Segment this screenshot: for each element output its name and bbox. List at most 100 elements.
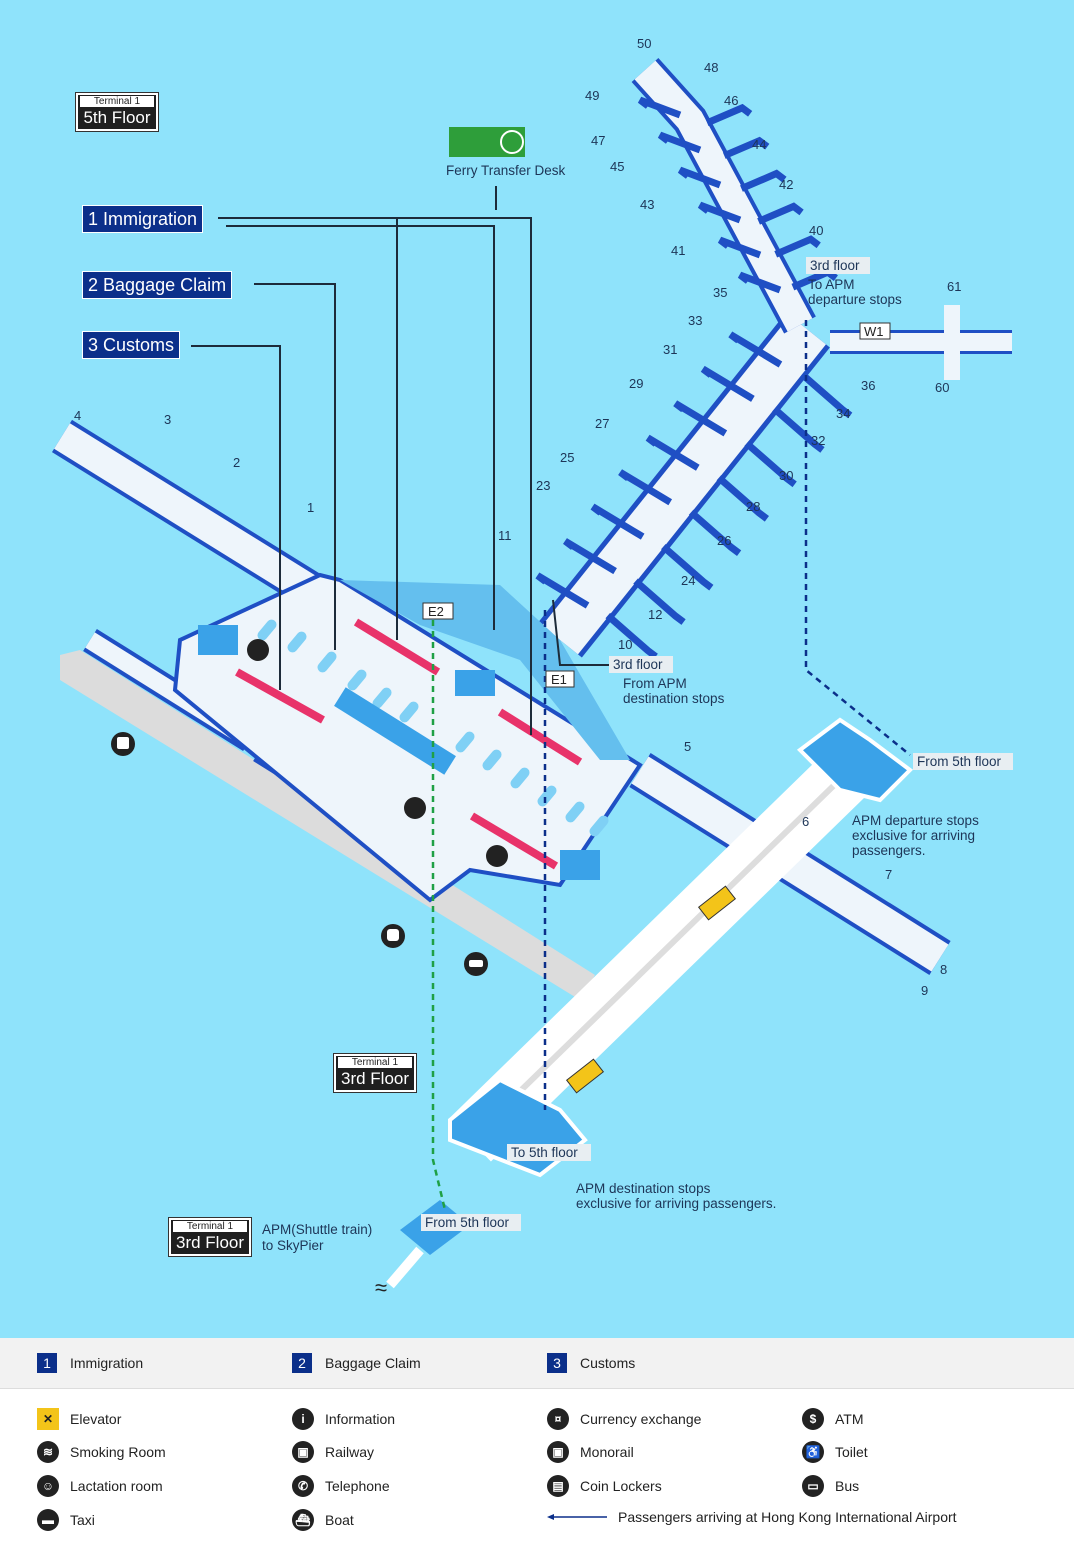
gate-25: 25 (560, 450, 574, 465)
gate-9: 9 (921, 983, 928, 998)
gate-finger (728, 331, 783, 368)
gate-finger (744, 440, 797, 488)
legend-monorail: ▣Monorail (547, 1441, 634, 1463)
gate-12: 12 (648, 607, 662, 622)
gate-31: 31 (663, 342, 677, 357)
note-third-floor: 3rd floor (613, 657, 663, 672)
curbside-road (60, 650, 595, 1000)
gate-32: 32 (811, 433, 825, 448)
gate-finger (799, 371, 853, 419)
gate-44: 44 (752, 137, 766, 152)
gate-finger (737, 271, 782, 294)
svg-text:E2: E2 (428, 604, 444, 619)
note-destination-stops: destination stops (623, 691, 725, 706)
taxi-icon (464, 952, 488, 976)
gate-48: 48 (704, 60, 718, 75)
gate-24: 24 (681, 573, 695, 588)
apm-train-icon (565, 1058, 605, 1094)
gate-finger (757, 202, 804, 225)
legend-bus: ▭Bus (802, 1475, 859, 1497)
gate-60: 60 (935, 380, 949, 395)
water-icon: ≈ (375, 1275, 387, 1300)
note-apm-departure: passengers. (852, 843, 926, 858)
gate-finger (688, 509, 742, 557)
gate-finger (645, 434, 700, 471)
gate-finger (633, 578, 686, 625)
immigration-label: 1 Immigration (82, 205, 204, 233)
atm-icon: $ (802, 1408, 824, 1430)
gate-fingers (535, 96, 853, 660)
legend-toilet: ♿Toilet (802, 1441, 868, 1463)
gate-36: 36 (861, 378, 875, 393)
gate-finger (563, 538, 617, 575)
route-e2-skypier (431, 620, 447, 1211)
gate-47: 47 (591, 133, 605, 148)
note-from-5th-floor: From 5th floor (425, 1215, 510, 1230)
gate-45: 45 (610, 159, 624, 174)
gate-6: 6 (802, 814, 809, 829)
immigration-counters (235, 618, 583, 870)
gate-finger (661, 544, 714, 591)
currency-exchange-icon: ¤ (547, 1408, 569, 1430)
leader-lines (191, 186, 610, 735)
gate-finger (605, 612, 658, 660)
legend-railway: ▣Railway (292, 1441, 374, 1463)
gate-5: 5 (684, 739, 691, 754)
note-shuttle: APM(Shuttle train) (262, 1222, 372, 1237)
gate-35: 35 (713, 285, 727, 300)
toilet-icon: ♿ (802, 1441, 824, 1463)
monorail-icon: ▣ (547, 1441, 569, 1463)
information-icon: i (292, 1408, 314, 1430)
gate-finger (722, 136, 770, 159)
exit-e2: E2 (422, 602, 454, 620)
legend-elevator: ✕Elevator (37, 1408, 121, 1430)
svg-text:E1: E1 (551, 672, 567, 687)
gate-40: 40 (809, 223, 823, 238)
smoking-room-icon: ≋ (37, 1441, 59, 1463)
gate-4: 4 (74, 408, 81, 423)
gate-finger (717, 236, 762, 259)
elevator-icon: ✕ (37, 1408, 59, 1430)
currency-exchange-icon (486, 845, 508, 867)
apm-departure-stop (796, 717, 914, 803)
legend-lactation: ☺Lactation room (37, 1475, 163, 1497)
gate-finger (716, 475, 769, 522)
apm-train-icon (697, 885, 737, 921)
hall-zone (340, 580, 630, 760)
gate-61: 61 (947, 279, 961, 294)
gate-finger (772, 406, 825, 453)
coin-lockers-icon: ▤ (547, 1475, 569, 1497)
legend-arrival-path: Passengers arriving at Hong Kong Interna… (547, 1509, 957, 1525)
note-apm-destination: exclusive for arriving passengers. (576, 1196, 776, 1211)
gate-34: 34 (836, 406, 850, 421)
note-from-apm: From APM (623, 676, 687, 691)
note-apm-departure: APM departure stops (852, 813, 979, 828)
legend-telephone: ✆Telephone (292, 1475, 390, 1497)
gate-8: 8 (940, 962, 947, 977)
boat-icon: ⛴ (292, 1509, 314, 1531)
lactation-room-icon: ☺ (37, 1475, 59, 1497)
exit-w1: W1 (859, 322, 891, 340)
bus-icon (111, 732, 135, 756)
note-apm-departure: exclusive for arriving (852, 828, 975, 843)
gate-7: 7 (885, 867, 892, 882)
gate-finger (535, 572, 590, 609)
gate-2: 2 (233, 455, 240, 470)
currency-exchange-icon (404, 797, 426, 819)
exit-e1: E1 (545, 670, 575, 688)
gate-numbers: 50 48 49 46 47 44 45 42 43 40 41 35 33 3… (74, 36, 961, 998)
bus-icon: ▭ (802, 1475, 824, 1497)
note-apm-destination: APM destination stops (576, 1181, 711, 1196)
ferry-desk-label: Ferry Transfer Desk (446, 163, 566, 178)
gate-finger (590, 503, 645, 540)
gate-41: 41 (671, 243, 685, 258)
legend-boat: ⛴Boat (292, 1509, 354, 1531)
gate-finger (677, 166, 722, 189)
gate-1: 1 (307, 500, 314, 515)
